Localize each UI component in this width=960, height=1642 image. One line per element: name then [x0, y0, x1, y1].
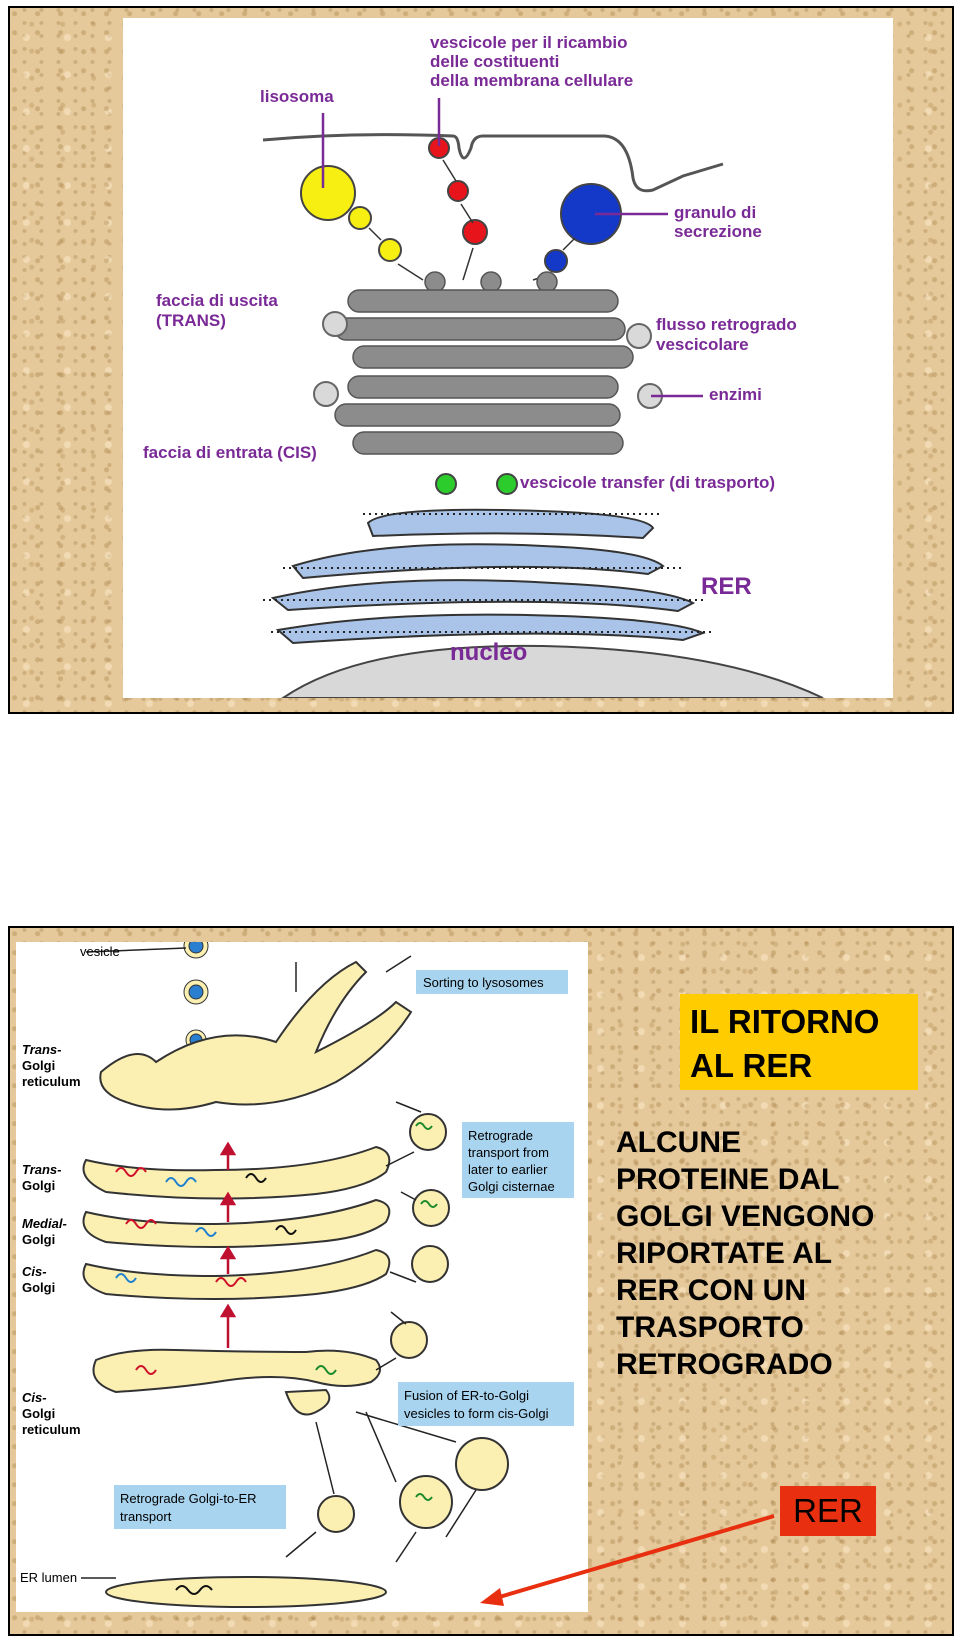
label-granulo-2: secrezione [674, 222, 762, 241]
golgi-region-labels: vesicle Trans- Golgi reticulum Trans- Go… [20, 944, 120, 1585]
body-line-4: RIPORTATE AL [616, 1237, 833, 1270]
retrograde-text-1: Retrograde [468, 1128, 533, 1143]
retrograde-diagram-panel: Sorting to lysosomes Retrograde transpor… [16, 942, 588, 1612]
label-cis-golgi-1: Cis- [22, 1264, 47, 1279]
retrograde-text-3: later to earlier [468, 1162, 548, 1177]
sorting-box [416, 970, 568, 994]
body-line-2: PROTEINE DAL [616, 1163, 840, 1196]
retrograde-text-2: transport from [468, 1145, 549, 1160]
lysosome-vesicle [300, 165, 356, 221]
label-faccia-uscita-1: faccia di uscita [156, 291, 278, 310]
label-medial-golgi-2: Golgi [22, 1232, 55, 1247]
nucleus [281, 644, 824, 698]
cell-membrane [262, 133, 724, 193]
label-trans-ret-1: Trans- [22, 1042, 62, 1057]
body-line-1: ALCUNE [616, 1126, 741, 1159]
label-vescicole-3: della membrana cellulare [430, 71, 633, 90]
retrograde-text-4: Golgi cisternae [468, 1179, 555, 1194]
label-trans-golgi-2: Golgi [22, 1178, 55, 1193]
label-cis-ret-1: Cis- [22, 1390, 47, 1405]
label-medial-golgi-1: Medial- [22, 1216, 67, 1231]
ribosome-dots [263, 513, 711, 633]
label-leaders [321, 98, 703, 398]
label-transfer: vescicole transfer (di trasporto) [520, 473, 775, 492]
slide-ritorno-al-rer: Sorting to lysosomes Retrograde transpor… [8, 926, 954, 1636]
retrograde-box [462, 1122, 574, 1198]
lysosome-bud [348, 206, 372, 230]
transfer-vesicle-1 [435, 473, 457, 495]
transfer-vesicle-2 [496, 473, 518, 495]
golgi-cisternae [82, 960, 413, 1608]
label-rer: RER [701, 573, 752, 600]
label-flusso-2: vescicolare [656, 335, 749, 354]
label-flusso-1: flusso retrogrado [656, 315, 797, 334]
label-trans-ret-2: Golgi [22, 1058, 55, 1073]
slide1-labels: vescicole per il ricambio delle costitue… [143, 33, 797, 666]
slide-golgi-overview: vescicole per il ricambio delle costitue… [8, 6, 954, 714]
body-line-7: RETROGRADO [616, 1348, 833, 1381]
label-nucleo: nucleo [450, 639, 527, 666]
retrograde-diagram: Sorting to lysosomes Retrograde transpor… [20, 942, 574, 1608]
forward-arrows [219, 1141, 237, 1348]
fusion-box [398, 1382, 574, 1426]
blue-vesicle [544, 249, 568, 273]
sorting-text: Sorting to lysosomes [423, 975, 544, 990]
golgi-diagram-panel: vescicole per il ricambio delle costitue… [123, 18, 893, 698]
label-faccia-uscita-2: (TRANS) [156, 311, 226, 330]
fusion-text-1: Fusion of ER-to-Golgi [404, 1388, 529, 1403]
label-trans-golgi-1: Trans- [22, 1162, 62, 1177]
title-line-1: IL RITORNO [690, 1003, 880, 1040]
retro-er-text-2: transport [120, 1509, 172, 1524]
golgi-diagram: vescicole per il ricambio delle costitue… [143, 33, 824, 698]
label-er-lumen: ER lumen [20, 1570, 77, 1585]
label-trans-ret-3: reticulum [22, 1074, 81, 1089]
rer-callout: RER [780, 1486, 876, 1536]
body-line-5: RER CON UN [616, 1274, 807, 1307]
retro-er-text-1: Retrograde Golgi-to-ER [120, 1491, 257, 1506]
body-line-6: TRASPORTO [616, 1311, 804, 1344]
golgi-stack [334, 271, 634, 455]
rer-membranes [270, 508, 706, 645]
yellow-vesicle [378, 238, 402, 262]
vesicle-arrows [368, 159, 576, 281]
label-lisosoma: lisosoma [260, 87, 334, 106]
label-cis-golgi-2: Golgi [22, 1280, 55, 1295]
label-cis-ret-3: reticulum [22, 1422, 81, 1437]
info-boxes [114, 970, 574, 1529]
red-vesicle-3 [462, 219, 488, 245]
lysosome-vesicles [183, 942, 209, 1051]
label-vesicle: vesicle [80, 944, 120, 959]
body-line-3: GOLGI VENGONO [616, 1200, 875, 1233]
label-vescicole-1: vescicole per il ricambio [430, 33, 627, 52]
label-cis-ret-2: Golgi [22, 1406, 55, 1421]
red-vesicle-2 [447, 180, 469, 202]
label-enzimi: enzimi [709, 385, 762, 404]
box-texts: Sorting to lysosomes Retrograde transpor… [120, 975, 555, 1524]
label-granulo-1: granulo di [674, 203, 756, 222]
slide-body-text: ALCUNE PROTEINE DAL GOLGI VENGONO RIPORT… [616, 1124, 956, 1383]
label-faccia-entrata: faccia di entrata (CIS) [143, 443, 317, 462]
retrograde-vesicles [313, 311, 663, 409]
transport-vesicles [317, 1113, 509, 1533]
transport-arrows [81, 947, 477, 1579]
retro-er-box [114, 1485, 286, 1529]
fusion-text-2: vesicles to form cis-Golgi [404, 1406, 549, 1421]
slide-title: IL RITORNO AL RER [680, 994, 918, 1090]
title-line-2: AL RER [690, 1047, 813, 1084]
label-vescicole-2: delle costituenti [430, 52, 559, 71]
protein-squiggles [115, 1122, 438, 1595]
